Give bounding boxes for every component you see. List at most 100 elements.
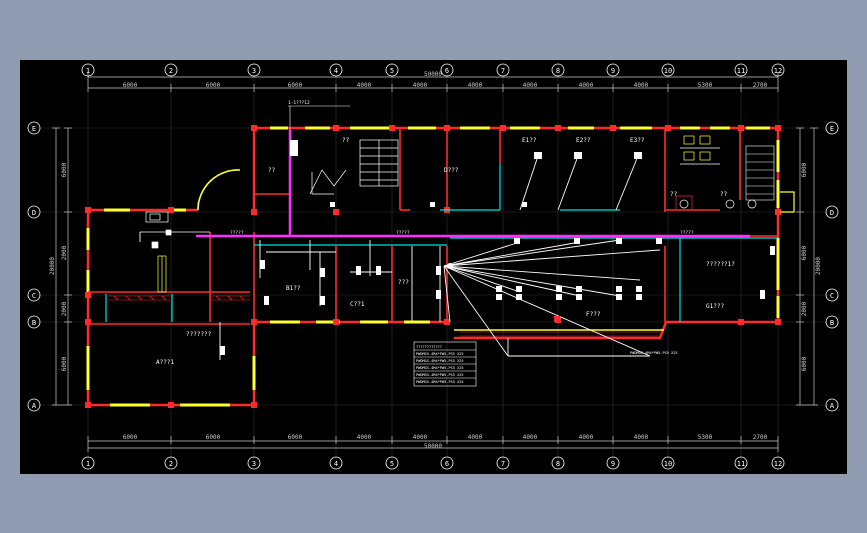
- col-label-10-bottom: 10: [664, 460, 672, 468]
- col-label-1-bottom: 1: [86, 460, 90, 468]
- room-label-f: F???: [586, 311, 601, 318]
- room-label-a: A???1: [156, 359, 174, 366]
- row-label-e-right: E: [830, 125, 834, 133]
- dim-bottom-11: 2700: [753, 434, 768, 441]
- room-label-small2: ???: [398, 279, 409, 286]
- dim-bottom-1: 6000: [123, 434, 138, 441]
- col-label-2-bottom: 2: [169, 460, 173, 468]
- bottom-cable-note: PWDMGS-4M4*PW5-PS5 X25: [630, 351, 678, 355]
- dim-left-2: 2000: [61, 245, 68, 260]
- duct-label-3: ?????: [680, 230, 694, 236]
- riser-label: 1-1???12: [288, 100, 310, 106]
- col-label-4: 4: [334, 67, 338, 75]
- legend-row-2: PWDMGS-4M4*PW5-PS5 X25: [416, 359, 464, 363]
- dim-total-bottom: 50000: [424, 443, 442, 450]
- dim-bottom-8: 4000: [579, 434, 594, 441]
- exterior-walls: [86, 126, 780, 407]
- dim-bottom-7: 4000: [523, 434, 538, 441]
- col-label-1: 1: [86, 67, 90, 75]
- glass-partitions: [105, 152, 778, 322]
- col-label-6: 6: [445, 67, 449, 75]
- dim-bottom-2: 6000: [206, 434, 221, 441]
- col-label-12-bottom: 12: [774, 460, 782, 468]
- duct-label-2: ?????: [396, 230, 410, 236]
- room-label-small1: ??: [268, 167, 276, 174]
- dim-right-3: 2000: [801, 301, 808, 316]
- equipment-markers: [220, 140, 775, 355]
- col-label-3-bottom: 3: [252, 460, 256, 468]
- bottom-dimension-chain: [87, 436, 779, 452]
- col-label-11: 11: [737, 67, 745, 75]
- col-label-7-bottom: 7: [501, 460, 505, 468]
- dim-bottom-9: 4000: [634, 434, 649, 441]
- dim-left-4: 6000: [61, 356, 68, 371]
- top-dimension-chain: [87, 72, 779, 92]
- legend-table: [413, 341, 477, 387]
- row-label-b: B: [32, 319, 36, 327]
- dim-top-6: 4000: [468, 82, 483, 89]
- col-label-2: 2: [169, 67, 173, 75]
- windows: [86, 126, 780, 407]
- dim-left-1: 6000: [61, 162, 68, 177]
- room-label-e1: E1??: [522, 137, 537, 144]
- floor-plan: 50000 6000 6000 6000 4000 4000 4000 4000…: [27, 63, 839, 470]
- col-label-8-bottom: 8: [556, 460, 560, 468]
- row-label-e: E: [32, 125, 36, 133]
- room-label-e3: E3??: [630, 137, 645, 144]
- door-swing: [197, 169, 241, 211]
- legend-row-5: PWDMGS-4M4*PW5-PS5 X25: [416, 380, 464, 384]
- dim-right-1: 6000: [801, 162, 808, 177]
- legend-row-3: PWDMGS-4M4*PW5-PS5 X25: [416, 366, 464, 370]
- dim-left-3: 2000: [61, 301, 68, 316]
- stair: [309, 139, 399, 195]
- dim-top-8: 4000: [579, 82, 594, 89]
- drawing-viewport[interactable]: 50000 6000 6000 6000 4000 4000 4000 4000…: [20, 60, 847, 474]
- dim-top-3: 6000: [288, 82, 303, 89]
- side-dimension-chains: [52, 127, 818, 406]
- stair-east: [745, 145, 775, 201]
- west-fixtures: [140, 211, 210, 293]
- dim-right-2: 6000: [801, 245, 808, 260]
- legend-row-4: PWDMGS-4M4*PW5-PS5 X25: [416, 373, 464, 377]
- dim-top-2: 6000: [206, 82, 221, 89]
- room-label-g: G1???: [706, 303, 724, 310]
- col-label-3: 3: [252, 67, 256, 75]
- col-label-10: 10: [664, 67, 672, 75]
- dim-right-total: 20000: [815, 257, 822, 275]
- dim-top-1: 6000: [123, 82, 138, 89]
- side-dimension-text: 6000 2000 2000 6000 20000 6000 6000 2000…: [49, 162, 822, 371]
- col-label-5: 5: [390, 67, 394, 75]
- row-label-c: C: [32, 292, 36, 300]
- room-note-1: ???????: [186, 331, 212, 338]
- column-labels: 1 2 3 4 5 6 7 8 9 10 11 12 1 2 3 4 5 6 7…: [86, 67, 782, 468]
- dim-top-9: 4000: [634, 82, 649, 89]
- room-label-d: D???: [444, 167, 459, 174]
- col-label-8: 8: [556, 67, 560, 75]
- col-label-9-bottom: 9: [611, 460, 615, 468]
- legend-text: ???????????? PWDMGS-4M4*PW5-PS5 X25 PWDM…: [416, 345, 678, 384]
- col-label-9: 9: [611, 67, 615, 75]
- wc-fixtures: [675, 135, 757, 211]
- columns: [85, 125, 781, 408]
- dim-bottom-3: 6000: [288, 434, 303, 441]
- room-label-c: C??1: [350, 301, 365, 308]
- dim-top-4: 4000: [357, 82, 372, 89]
- row-label-c-right: C: [830, 292, 834, 300]
- dim-top-5: 4000: [413, 82, 428, 89]
- room-label-e2: E2??: [576, 137, 591, 144]
- col-label-5-bottom: 5: [390, 460, 394, 468]
- col-label-4-bottom: 4: [334, 460, 338, 468]
- col-label-7: 7: [501, 67, 505, 75]
- row-label-a: A: [32, 402, 37, 410]
- room-label-wc: ??: [670, 191, 678, 198]
- riser-leader: [288, 105, 350, 130]
- legend-row-1: PWDMGS-4M4*PW5-PS5 X25: [416, 352, 464, 356]
- col-label-11-bottom: 11: [737, 460, 745, 468]
- room-label-b: B1??: [286, 285, 301, 292]
- col-label-6-bottom: 6: [445, 460, 449, 468]
- dim-right-4: 6000: [801, 356, 808, 371]
- entrance-ramp: [780, 191, 795, 213]
- dim-left-total: 20000: [49, 257, 56, 275]
- column-bubbles: [81, 63, 785, 470]
- main-duct: [196, 130, 750, 238]
